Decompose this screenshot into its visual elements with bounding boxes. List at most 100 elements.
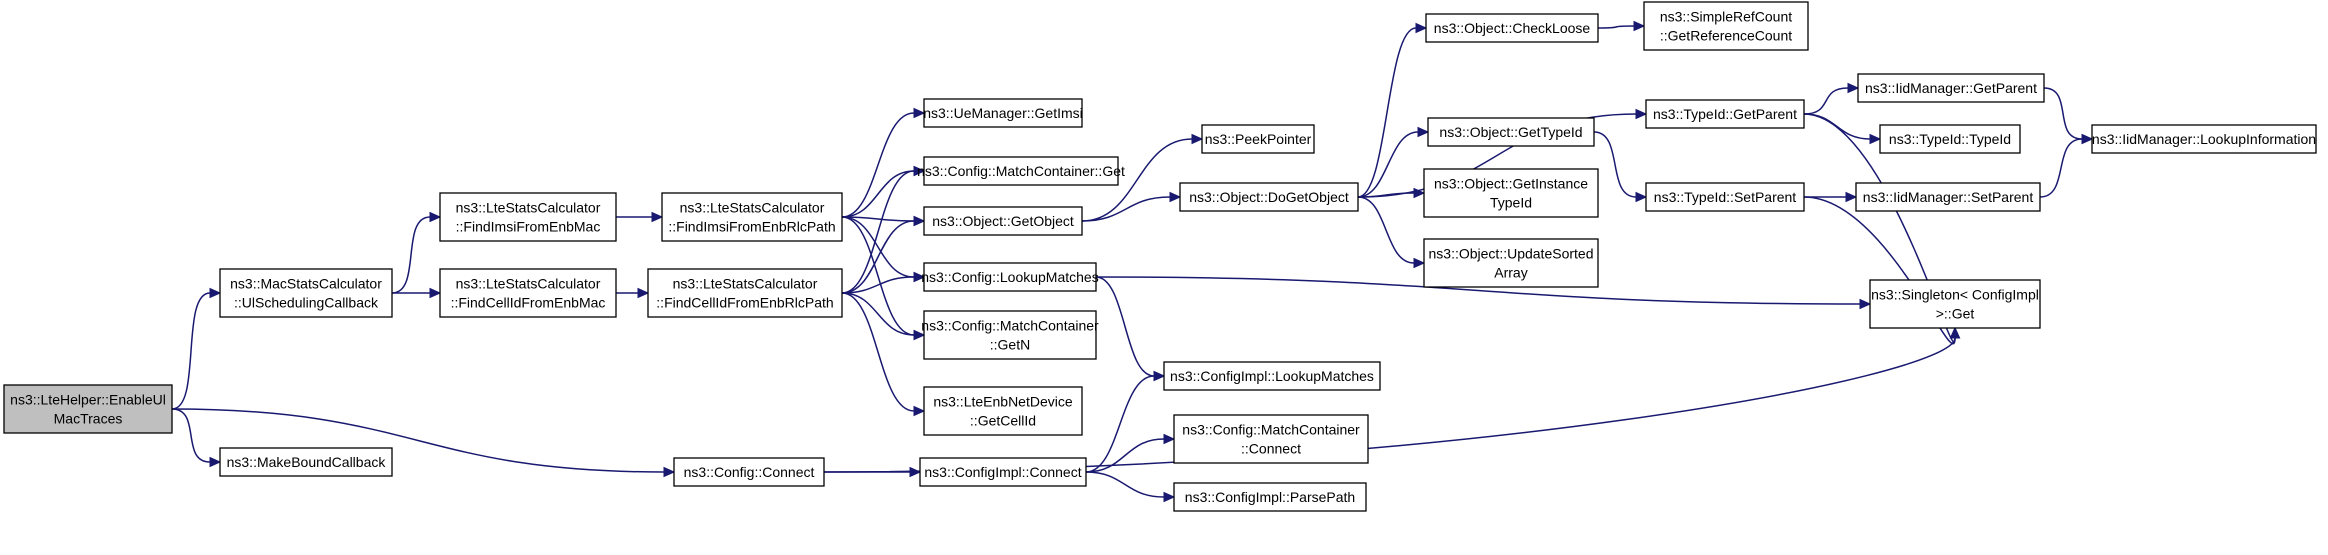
node-label: ns3::Object::GetInstance [1434, 176, 1588, 192]
node-iid-manager-get-parent[interactable]: ns3::IidManager::GetParent [1857, 73, 2045, 103]
edge-find_imsi_enb_mac-to-find_imsi_enb_rlc [616, 211, 664, 223]
node-config-connect[interactable]: ns3::Config::Connect [673, 457, 825, 487]
node-box [1857, 73, 2045, 103]
edge-object_get_object-to-peek_pointer [1081, 133, 1204, 222]
node-find-imsi-enb-mac[interactable]: ns3::LteStatsCalculator::FindImsiFromEnb… [439, 192, 617, 242]
node-box [1163, 361, 1381, 391]
node-iid-manager-lookup-info[interactable]: ns3::IidManager::LookupInformation [2091, 124, 2317, 154]
edge-iid_manager_get_parent-to-iid_manager_lookup_info [2043, 87, 2094, 145]
node-simple-ref-count-get-ref[interactable]: ns3::SimpleRefCount::GetReferenceCount [1643, 1, 1809, 51]
node-box [1855, 182, 2041, 212]
edge-config_impl_connect-to-match_container_connect [1085, 433, 1176, 473]
node-config-impl-parse-path[interactable]: ns3::ConfigImpl::ParsePath [1173, 482, 1367, 512]
arrowhead [1413, 257, 1426, 269]
arrowhead [1153, 370, 1166, 382]
node-label: ns3::ConfigImpl::ParsePath [1185, 489, 1355, 505]
node-label: ns3::SimpleRefCount [1660, 9, 1792, 25]
node-box [673, 457, 825, 487]
node-label: ns3::IidManager::SetParent [1863, 189, 2034, 205]
node-config-lookup-matches[interactable]: ns3::Config::LookupMatches [921, 262, 1099, 292]
node-label: ::FindCellIdFromEnbRlcPath [656, 295, 833, 311]
node-label: ns3::LteEnbNetDevice [933, 394, 1073, 410]
node-box [923, 386, 1083, 436]
node-box [919, 457, 1087, 487]
arrowhead [913, 107, 926, 119]
arrowhead [429, 211, 442, 223]
edge-find_cellid_enb_rlc-to-match_container_get [841, 165, 926, 294]
node-singleton-get[interactable]: ns3::Singleton< ConfigImpl >::Get [1869, 279, 2041, 329]
edge-config_lookup_matches-to-config_impl_lookup_matches [1095, 276, 1166, 382]
node-label: ns3::MakeBoundCallback [227, 454, 387, 470]
node-match-container-connect[interactable]: ns3::Config::MatchContainer::Connect [1173, 414, 1369, 464]
nodes-layer: ns3::LteHelper::EnableUlMacTracesns3::Ma… [3, 1, 2317, 512]
node-label: ::FindImsiFromEnbMac [456, 219, 601, 235]
arrowhead [1847, 82, 1860, 94]
arrowhead [1859, 298, 1872, 310]
node-find-cellid-enb-mac[interactable]: ns3::LteStatsCalculator::FindCellIdFromE… [439, 268, 617, 318]
node-enb-net-device-get-cellid[interactable]: ns3::LteEnbNetDevice::GetCellId [923, 386, 1083, 436]
node-config-impl-lookup-matches[interactable]: ns3::ConfigImpl::LookupMatches [1163, 361, 1381, 391]
node-object-get-typeid[interactable]: ns3::Object::GetTypeId [1427, 117, 1595, 147]
arrowhead [1191, 133, 1204, 145]
node-config-impl-connect[interactable]: ns3::ConfigImpl::Connect [919, 457, 1087, 487]
node-object-get-object[interactable]: ns3::Object::GetObject [923, 206, 1083, 236]
node-make-bound-callback[interactable]: ns3::MakeBoundCallback [219, 447, 393, 477]
node-find-cellid-enb-rlc[interactable]: ns3::LteStatsCalculator::FindCellIdFromE… [647, 268, 843, 318]
edge-object_do_get_object-to-object_get_instance_typeid [1357, 187, 1426, 199]
edge-enable_ul_mac_traces-to-make_bound_callback [171, 408, 222, 468]
arrowhead [637, 287, 650, 299]
node-ue-manager-get-imsi[interactable]: ns3::UeManager::GetImsi [923, 98, 1083, 128]
edge-object_get_object-to-object_do_get_object [1081, 191, 1182, 222]
node-match-container-get[interactable]: ns3::Config::MatchContainer::Get [917, 156, 1125, 186]
node-mac-stats-ul-sched[interactable]: ns3::MacStatsCalculator::UlSchedulingCal… [219, 268, 393, 318]
node-iid-manager-set-parent[interactable]: ns3::IidManager::SetParent [1855, 182, 2041, 212]
arrowhead [913, 165, 926, 177]
node-label: Array [1494, 265, 1527, 281]
edge-object_do_get_object-to-object_check_loose [1357, 22, 1428, 198]
edge-find_imsi_enb_rlc-to-match_container_getn [841, 216, 926, 341]
node-label: ns3::IidManager::LookupInformation [2092, 131, 2316, 147]
node-match-container-getn[interactable]: ns3::Config::MatchContainer::GetN [921, 310, 1099, 360]
node-peek-pointer[interactable]: ns3::PeekPointer [1201, 124, 1315, 154]
edge-object_get_typeid-to-typeid_set_parent [1593, 131, 1648, 203]
node-box [439, 192, 617, 242]
node-typeid-set-parent[interactable]: ns3::TypeId::SetParent [1645, 182, 1805, 212]
edge-mac_stats_ul_sched-to-find_imsi_enb_mac [391, 211, 442, 294]
node-typeid-get-parent[interactable]: ns3::TypeId::GetParent [1645, 99, 1805, 129]
node-label: ns3::TypeId::GetParent [1653, 106, 1797, 122]
edge-enable_ul_mac_traces-to-mac_stats_ul_sched [171, 287, 222, 410]
edge-find_cellid_enb_rlc-to-enb_net_device_get_cellid [841, 292, 926, 417]
node-box [923, 310, 1097, 360]
arrowhead [1163, 491, 1176, 503]
node-object-check-loose[interactable]: ns3::Object::CheckLoose [1425, 13, 1599, 43]
arrowhead [1169, 191, 1182, 203]
node-label: ns3::ConfigImpl::LookupMatches [1170, 368, 1374, 384]
node-label: ns3::Config::Connect [684, 464, 815, 480]
arrowhead [913, 329, 926, 341]
arrowhead [1417, 126, 1430, 138]
edge-iid_manager_set_parent-to-iid_manager_lookup_info [2039, 133, 2094, 198]
node-label: ns3::TypeId::TypeId [1889, 131, 2011, 147]
node-label: ::FindCellIdFromEnbMac [451, 295, 606, 311]
node-box [661, 192, 843, 242]
node-box [923, 262, 1097, 292]
node-label: ns3::ConfigImpl::Connect [924, 464, 1081, 480]
node-box [1879, 124, 2021, 154]
node-label: ::UlSchedulingCallback [234, 295, 379, 311]
node-box [1423, 168, 1599, 218]
edge-find_imsi_enb_rlc-to-ue_manager_get_imsi [841, 107, 926, 218]
arrowhead [1633, 20, 1646, 32]
node-label: ::Connect [1241, 441, 1301, 457]
node-object-do-get-object[interactable]: ns3::Object::DoGetObject [1179, 182, 1359, 212]
node-box [439, 268, 617, 318]
arrowhead [209, 456, 222, 468]
arrowhead [1949, 326, 1961, 339]
edge-object_do_get_object-to-object_get_typeid [1357, 126, 1430, 198]
node-typeid-typeid[interactable]: ns3::TypeId::TypeId [1879, 124, 2021, 154]
node-find-imsi-enb-rlc[interactable]: ns3::LteStatsCalculator::FindImsiFromEnb… [661, 192, 843, 242]
arrowhead [1413, 187, 1426, 199]
